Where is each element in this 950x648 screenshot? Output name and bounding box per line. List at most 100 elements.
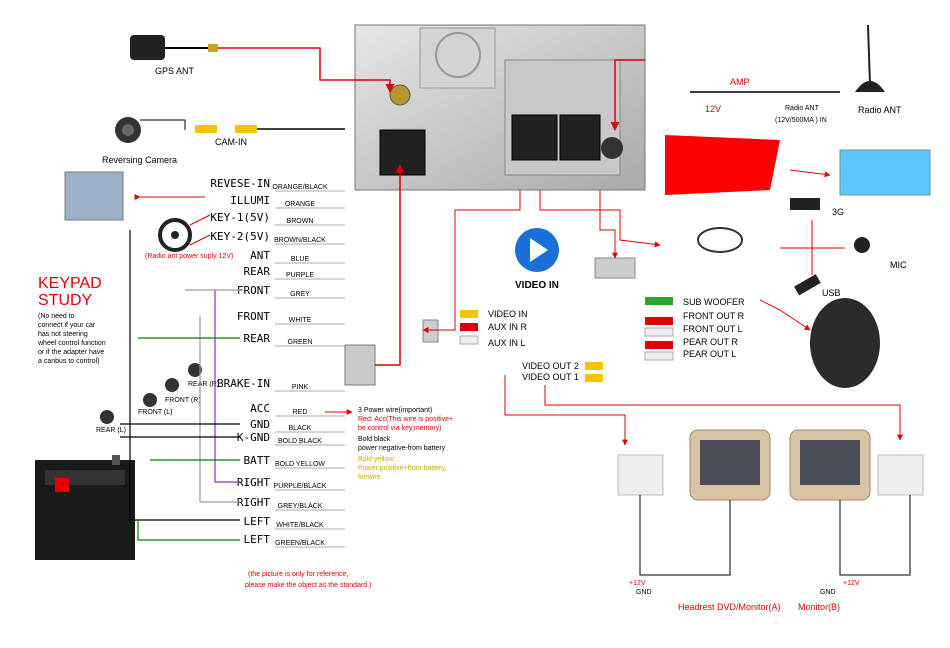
sub-woofer-label: SUB WOOFER [683,297,745,307]
routing-wire [137,520,240,541]
wire-color-label: BROWN/BLACK [274,237,326,244]
wire-function-label: ANT [250,249,270,262]
wire-row: REAR GREEN [244,332,345,347]
steering-power-note: (Radio ant power suply 12V) [145,253,233,260]
monitor-a-label: Headrest DVD/Monitor(A) [678,602,781,612]
svg-text:wheel control function: wheel control function [37,340,106,347]
3g-label: 3G [832,207,844,217]
speaker-icons [100,363,202,424]
wire-color-label: PURPLE/BLACK [274,483,327,490]
radio-ant-power-spec: (12V/500MA ) IN [775,117,827,124]
keypad-note: (No need to connect if your car has not … [37,313,106,365]
wire-color-label: BOLD YELLOW [275,461,325,468]
wire-color-label: WHITE [289,317,312,324]
wire-function-label: FRONT [237,310,270,323]
usb-icon [794,274,821,296]
monitor-b-label: Monitor(B) [798,602,840,612]
video-out-2-label: VIDEO OUT 2 [522,361,579,371]
subwoofer-icon [810,298,880,388]
svg-text:connect if your car: connect if your car [38,322,96,329]
wire-row: ACC RED [250,402,345,417]
wire-color-label: PINK [292,384,309,391]
speaker-front-r: FRONT (R) [165,397,201,404]
av-junction [422,319,439,343]
svg-text:or if the adapter have: or if the adapter have [38,349,104,356]
wire-color-label: ORANGE/BLACK [272,184,328,191]
wire-function-label: KEY-2(5V) [210,230,270,243]
wire-color-label: GREEN [288,339,313,346]
wire-function-label: REAR [244,265,271,278]
head-unit [354,24,646,191]
wire-function-label: LEFT [244,515,271,528]
media-players-image [839,149,931,196]
wire-function-label: REAR [244,332,271,345]
svg-text:power negative-from battery: power negative-from battery [358,445,446,452]
monitor-b-12v: +12V [843,580,860,587]
svg-text:Power positive+from battery,: Power positive+from battery, [358,465,446,472]
video-in-label: VIDEO IN [488,309,528,319]
wire-color-label: WHITE/BLACK [276,522,324,529]
wire-function-label: ACC [250,402,270,415]
wire-row: KEY-2(5V) BROWN/BLACK [210,230,345,245]
svg-text:a canbus to control): a canbus to control) [38,358,99,365]
wire-row: LEFT WHITE/BLACK [244,515,345,530]
wire-function-label: ILLUMI [230,194,270,207]
wire-color-label: BROWN [287,218,314,225]
wire-color-label: BLUE [291,256,310,263]
3g-dongle-icon [790,198,820,210]
wire-function-label: REVESE-IN [210,177,270,190]
speaker-rear-l: REAR (L) [96,427,126,434]
wire-row: FRONT GREY [237,284,345,299]
wire-color-label: GREEN/BLACK [275,540,325,547]
wire-function-label: FRONT [237,284,270,297]
keypad-title-2: STUDY [38,292,93,309]
svg-text:has not steering: has not steering [38,331,88,338]
battery-icon [35,455,135,560]
wire-row: BATT BOLD YELLOW [244,454,345,469]
routing-wire [199,316,240,503]
12v-label: 12V [705,104,721,114]
wire-color-label: RED [293,409,308,416]
usb-label: USB [822,288,841,298]
cable-icon [697,227,743,253]
svg-text:be control via key,memory): be control via key,memory) [358,425,442,432]
rear-out-r-label: PEAR OUT R [683,337,738,347]
keypad-title-1: KEYPAD [38,275,102,292]
wire-function-label: RIGHT [237,476,270,489]
aux-in-l-label: AUX IN L [488,338,526,348]
wire-color-label: BLACK [289,425,312,432]
car-image [64,171,124,221]
wire-row: KEY-1(5V)BROWN [210,211,345,226]
video-out-1-label: VIDEO OUT 1 [522,372,579,382]
av-out-junction [594,257,636,279]
rca-group-b [877,454,924,496]
cam-in-label: CAM-IN [215,137,247,147]
rca-group-a [617,454,664,496]
reversing-camera-label: Reversing Camera [102,155,177,165]
radio-ant-label: Radio ANT [858,105,902,115]
harness-connector [344,344,376,386]
wire-color-label: GREY [290,291,310,298]
wire-color-label: PURPLE [286,272,314,279]
footnote-line-1: (the picture is only for reference, [248,571,348,578]
wire-row: ANT BLUE [250,249,345,264]
red-redaction [665,135,780,195]
wire-function-label: BATT [244,454,271,467]
monitor-a-gnd: GND [636,589,652,596]
radio-ant-power-label: Radio ANT [785,105,820,112]
front-out-l-label: FRONT OUT L [683,324,743,334]
reversing-camera-icon [115,117,186,143]
routing-wire [129,230,240,521]
svg-text:3 Power wire(important): 3 Power wire(important) [358,407,432,414]
wire-row: FRONT WHITE [237,310,345,325]
monitor-b-icon [789,429,871,501]
wire-color-label: BOLD BLACK [278,438,322,445]
radio-antenna-icon [855,24,885,92]
rear-out-l-label: PEAR OUT L [683,349,736,359]
